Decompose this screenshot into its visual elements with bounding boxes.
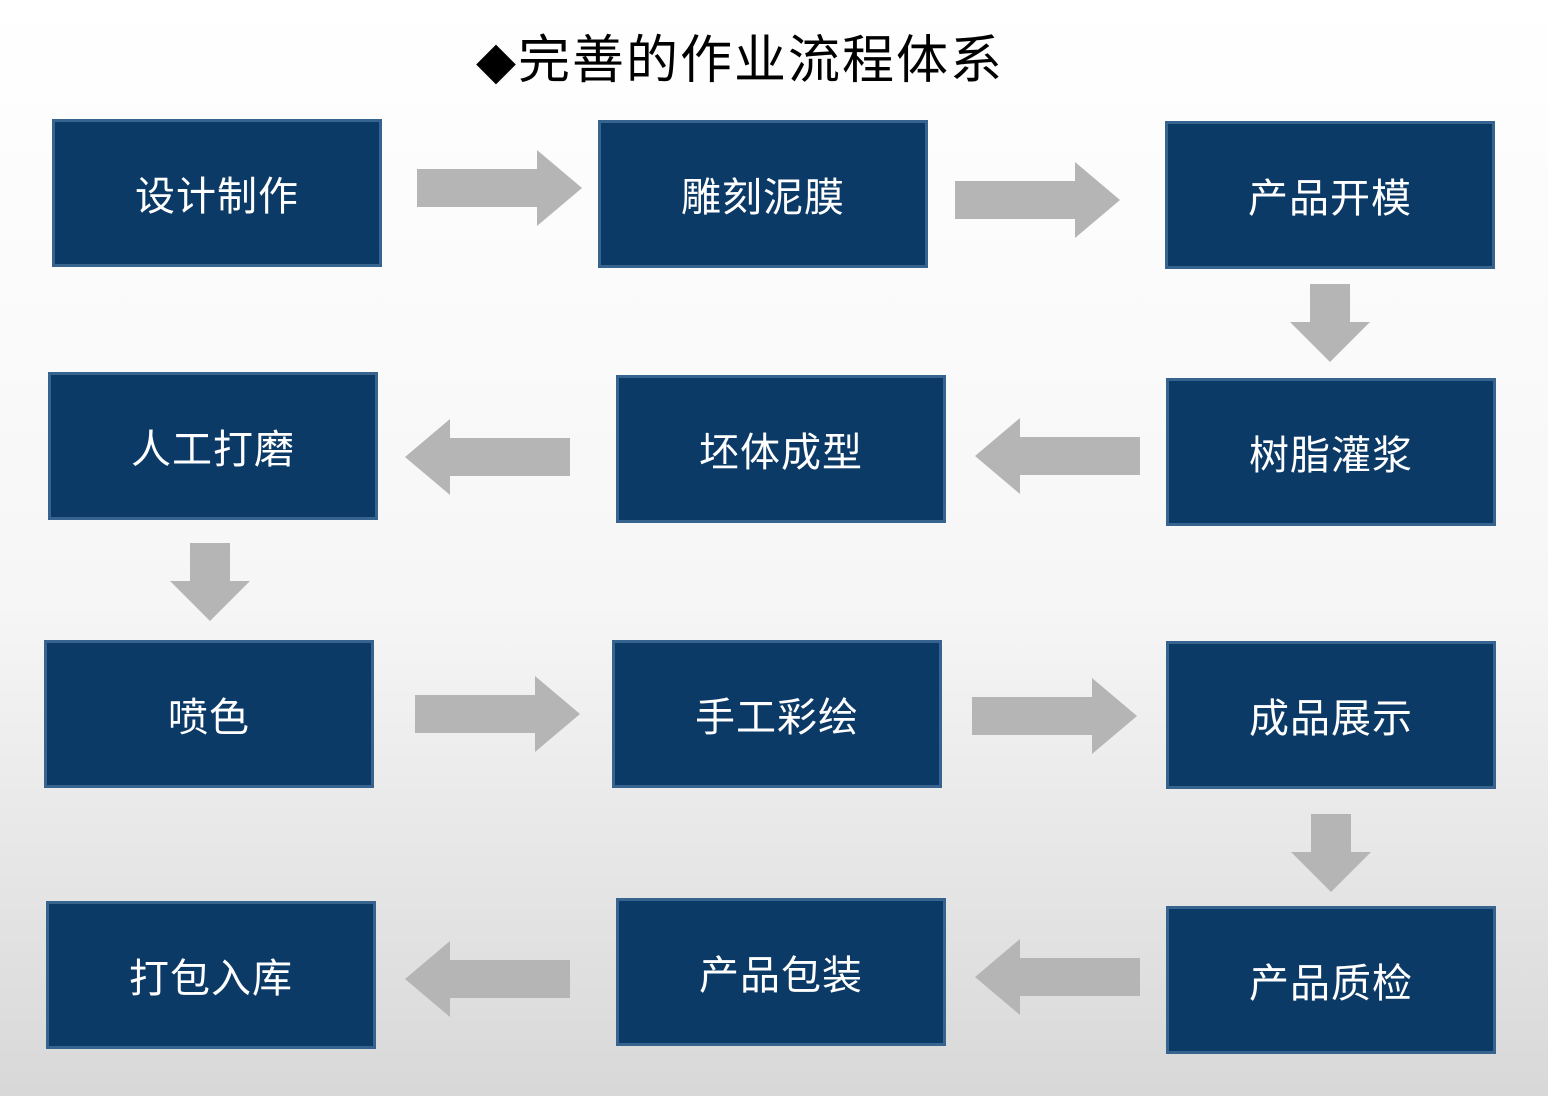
flow-node-manual-polishing: 人工打磨 (48, 372, 378, 520)
flow-node-label: 手工彩绘 (695, 696, 859, 740)
flow-node-quality-inspection: 产品质检 (1166, 906, 1496, 1054)
flow-node-packing-warehousing: 打包入库 (46, 901, 376, 1049)
flow-node-label: 成品展示 (1249, 697, 1413, 741)
flow-node-label: 打包入库 (129, 957, 293, 1001)
flow-node-label: 喷色 (168, 696, 250, 740)
flow-node-design: 设计制作 (52, 119, 382, 267)
arrow-left-blankforming-to-polishing-icon (405, 419, 570, 495)
flow-node-label: 产品开模 (1248, 177, 1412, 221)
arrow-left-inspection-to-packaging-icon (975, 939, 1140, 1015)
arrow-right-handpainting-to-display-icon (972, 678, 1137, 754)
flow-node-label: 产品质检 (1249, 962, 1413, 1006)
flow-node-label: 设计制作 (135, 175, 299, 219)
flow-node-product-mold-opening: 产品开模 (1165, 121, 1495, 269)
arrow-down-display-to-inspection-icon (1291, 814, 1371, 892)
arrow-right-carving-to-moldopening-icon (955, 162, 1120, 238)
arrow-down-moldopening-to-grouting-icon (1290, 284, 1370, 362)
arrow-left-packaging-to-warehousing-icon (405, 941, 570, 1017)
flow-node-label: 产品包装 (699, 954, 863, 998)
flow-node-spray-coloring: 喷色 (44, 640, 374, 788)
arrow-down-polishing-to-spraycoloring-icon (170, 543, 250, 621)
page-title: ◆完善的作业流程体系 (476, 31, 1004, 91)
flow-node-label: 人工打磨 (131, 428, 295, 472)
flow-node-clay-mold-carving: 雕刻泥膜 (598, 120, 928, 268)
arrow-right-design-to-carving-icon (417, 150, 582, 226)
flow-node-resin-grouting: 树脂灌浆 (1166, 378, 1496, 526)
flow-node-blank-forming: 坯体成型 (616, 375, 946, 523)
flow-node-label: 雕刻泥膜 (681, 176, 845, 220)
flow-node-label: 树脂灌浆 (1249, 434, 1413, 478)
flow-node-finished-display: 成品展示 (1166, 641, 1496, 789)
flow-node-packaging: 产品包装 (616, 898, 946, 1046)
flow-node-hand-painting: 手工彩绘 (612, 640, 942, 788)
arrow-right-spraycoloring-to-handpainting-icon (415, 676, 580, 752)
arrow-left-grouting-to-blankforming-icon (975, 418, 1140, 494)
flow-node-label: 坯体成型 (699, 431, 863, 475)
